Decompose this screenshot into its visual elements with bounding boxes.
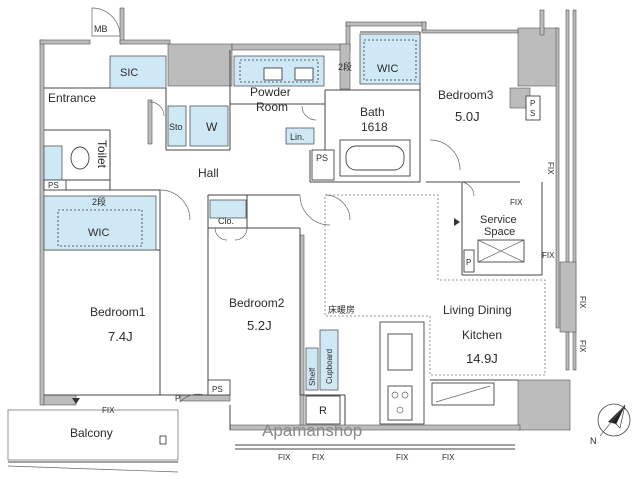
- floor-heating-label: 床暖房: [328, 304, 355, 315]
- ldk-label-2: Kitchen: [462, 328, 502, 342]
- fridge-space: [305, 395, 341, 425]
- wic3-closet: [359, 33, 421, 85]
- bedroom2-label: Bedroom2: [229, 296, 285, 310]
- service-space-label-1: Service: [480, 214, 517, 226]
- sto-label: Sto: [169, 122, 183, 132]
- wic3-outline: [363, 39, 417, 81]
- sic-closet: [109, 55, 167, 89]
- doors: [91, 7, 475, 403]
- wic1-closet: [43, 195, 157, 251]
- burner-3: [396, 406, 404, 414]
- wic3-step-label: 2段: [338, 61, 352, 72]
- storage-closet: [167, 105, 187, 147]
- service-p-label: P: [466, 258, 471, 267]
- balcony-area: [7, 409, 179, 461]
- compass-north-label: N: [590, 436, 597, 446]
- wic1-label: WIC: [88, 227, 109, 239]
- balcony-drain: [159, 435, 167, 445]
- service-space-label-2: Space: [484, 226, 515, 238]
- ps-top-right-box: [525, 95, 541, 121]
- toilet-bowl: [70, 146, 90, 170]
- interior-lines: [44, 31, 543, 430]
- lin-label: Lin.: [290, 132, 305, 142]
- ldk-label-1: Living Dining: [443, 303, 512, 317]
- ps-bedroom2-label: PS: [212, 385, 223, 394]
- bedroom2-size: 5.2J: [247, 318, 272, 333]
- fix-service-2: FIX: [542, 251, 555, 260]
- burner-2: [401, 391, 409, 399]
- fix-service: FIX: [510, 198, 523, 207]
- fix-bedroom1: FIX: [102, 406, 115, 415]
- powder-room-counter-outline: [239, 59, 319, 83]
- watermark-logo: Apamanshop: [262, 421, 362, 440]
- fix-right-top: FIX: [546, 162, 555, 175]
- washer-label: W: [206, 120, 218, 134]
- toilet-sink: [43, 145, 63, 181]
- powder-room-label-1: Powder: [250, 85, 291, 99]
- wic1-outline: [57, 209, 143, 247]
- ps-bath-box: [311, 149, 335, 181]
- fix-right-lower: FIX: [578, 340, 587, 353]
- wic3-label: WIC: [377, 63, 398, 75]
- p-bedroom1-label: P: [175, 394, 180, 403]
- mb-label: MB: [94, 24, 108, 34]
- entrance-label: Entrance: [48, 91, 96, 105]
- bath-label: Bath: [360, 105, 385, 119]
- fix-right-mid: FIX: [578, 296, 587, 309]
- bedroom1-size: 7.4J: [108, 329, 133, 344]
- fix-bottom-2: FIX: [312, 453, 325, 462]
- kitchen-sink: [387, 333, 413, 371]
- sink-left: [263, 67, 283, 81]
- ps-top-right-label-p: P: [530, 99, 535, 108]
- fix-bottom-1: FIX: [278, 453, 291, 462]
- powder-room-label-2: Room: [256, 100, 288, 114]
- bath-size: 1618: [361, 120, 388, 134]
- ps-bath-label: PS: [316, 153, 328, 163]
- wic1-step-label: 2段: [92, 196, 106, 207]
- clo-label: Clo.: [218, 216, 234, 226]
- shelf-label: Shelf: [308, 367, 317, 386]
- ps-top-right-label-s: S: [530, 109, 535, 118]
- cupboard-label: Cupboard: [325, 349, 334, 384]
- toilet-label: Toilet: [95, 140, 109, 169]
- ldk-entry-marker: [454, 218, 460, 226]
- bedroom3-size: 5.0J: [455, 109, 480, 124]
- linen-closet: [285, 127, 315, 145]
- sink-right: [294, 67, 314, 81]
- service-p-box: [463, 249, 475, 273]
- fix-bottom-4: FIX: [442, 453, 455, 462]
- ps-toilet-label: PS: [48, 181, 59, 190]
- ldk-size: 14.9J: [466, 351, 498, 366]
- bathtub-basin: [345, 145, 405, 171]
- cupboard-area: [319, 329, 339, 391]
- burner-1: [391, 391, 399, 399]
- r-label: R: [319, 405, 327, 417]
- stove: [387, 385, 413, 421]
- bedroom3-label: Bedroom3: [438, 88, 494, 102]
- balcony-label: Balcony: [70, 426, 113, 440]
- walls: [39, 7, 577, 431]
- bedroom1-label: Bedroom1: [90, 305, 146, 319]
- hall-label: Hall: [198, 166, 219, 180]
- shelf-area: [305, 347, 319, 391]
- ps-bedroom2-box: [207, 379, 231, 396]
- sic-label: SIC: [120, 67, 138, 79]
- floor-heating-zone: [324, 194, 546, 376]
- balcony-door-marker: [72, 398, 80, 404]
- compass-icon: N: [590, 403, 631, 446]
- clo-closet: [209, 199, 247, 219]
- washer-area: [189, 105, 229, 147]
- fix-bottom-3: FIX: [396, 453, 409, 462]
- ps-toilet-box: [43, 179, 67, 191]
